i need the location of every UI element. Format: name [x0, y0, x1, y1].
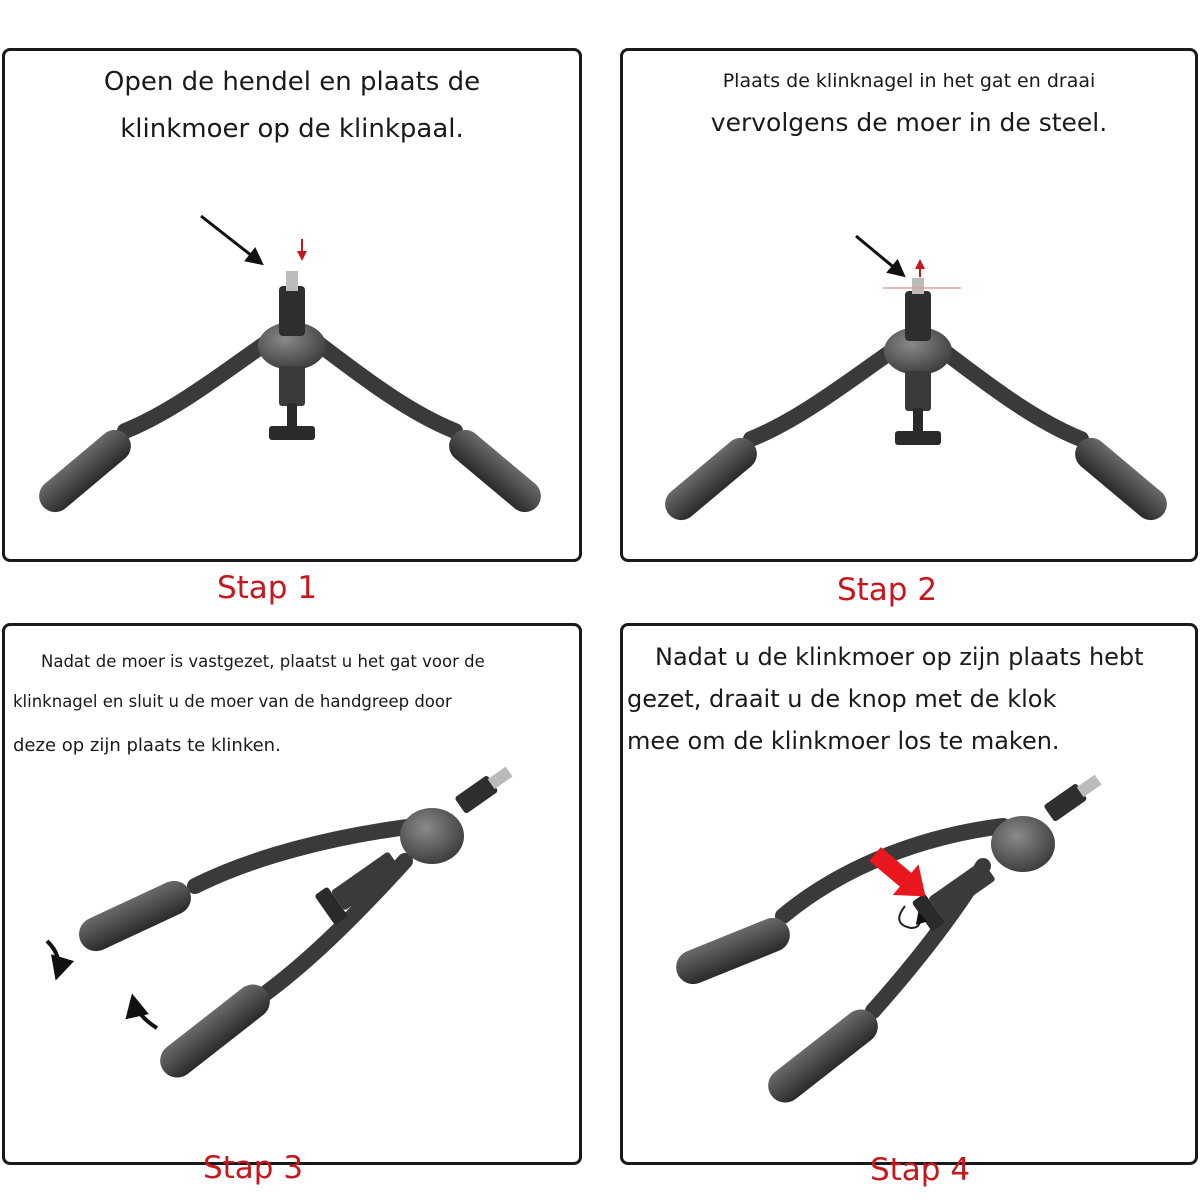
rivet-nut-tool-icon — [676, 774, 1102, 1103]
step-3-line-1: Nadat de moer is vastgezet, plaatst u he… — [41, 652, 485, 671]
step-2-line-2: vervolgens de moer in de steel. — [710, 108, 1108, 137]
step-2-instruction: Plaats de klinknagel in het gat en draai… — [623, 61, 1195, 145]
step-1-line-2: klinkmoer op de klinkpaal. — [120, 114, 464, 144]
step-2-panel: Plaats de klinknagel in het gat en draai… — [620, 48, 1198, 562]
step-1-instruction: Open de hendel en plaats de klinkmoer op… — [5, 59, 579, 153]
pointer-arrow-icon — [200, 214, 264, 266]
direction-arrow-icon — [125, 993, 159, 1030]
step-1-label: Stap 1 — [216, 570, 318, 606]
step-1-line-1: Open de hendel en plaats de — [103, 67, 481, 97]
step-1-panel: Open de hendel en plaats de klinkmoer op… — [2, 48, 582, 562]
rivet-nut-tool-icon — [39, 214, 541, 513]
step-2-line-1: Plaats de klinknagel in het gat en draai — [722, 70, 1096, 92]
rivet-nut-tool-icon — [665, 234, 1167, 521]
step-4-instruction: Nadat u de klinkmoer op zijn plaats hebt… — [627, 636, 1144, 762]
rotate-clockwise-icon — [898, 905, 928, 930]
step-4-line-3: mee om de klinkmoer los te maken. — [627, 727, 1060, 755]
step-2-label: Stap 2 — [836, 572, 938, 608]
pointer-arrow-icon — [855, 234, 906, 278]
rivet-nut-tool-icon — [45, 766, 513, 1078]
pointer-arrow-icon — [869, 847, 926, 897]
step-4-line-2: gezet, draait u de knop met de klok — [627, 685, 1057, 713]
step-3-line-3: deze op zijn plaats te klinken. — [13, 735, 281, 756]
step-3-label: Stap 3 — [202, 1150, 304, 1186]
step-3-line-2: klinknagel en sluit u de moer van de han… — [13, 692, 452, 711]
step-4-label: Stap 4 — [869, 1152, 971, 1188]
direction-arrow-icon — [45, 939, 75, 981]
step-3-panel: Nadat de moer is vastgezet, plaatst u he… — [2, 623, 582, 1165]
step-4-panel: Nadat u de klinkmoer op zijn plaats hebt… — [620, 623, 1198, 1165]
step-4-line-1: Nadat u de klinkmoer op zijn plaats hebt — [655, 643, 1144, 671]
step-3-instruction: Nadat de moer is vastgezet, plaatst u he… — [13, 642, 485, 770]
